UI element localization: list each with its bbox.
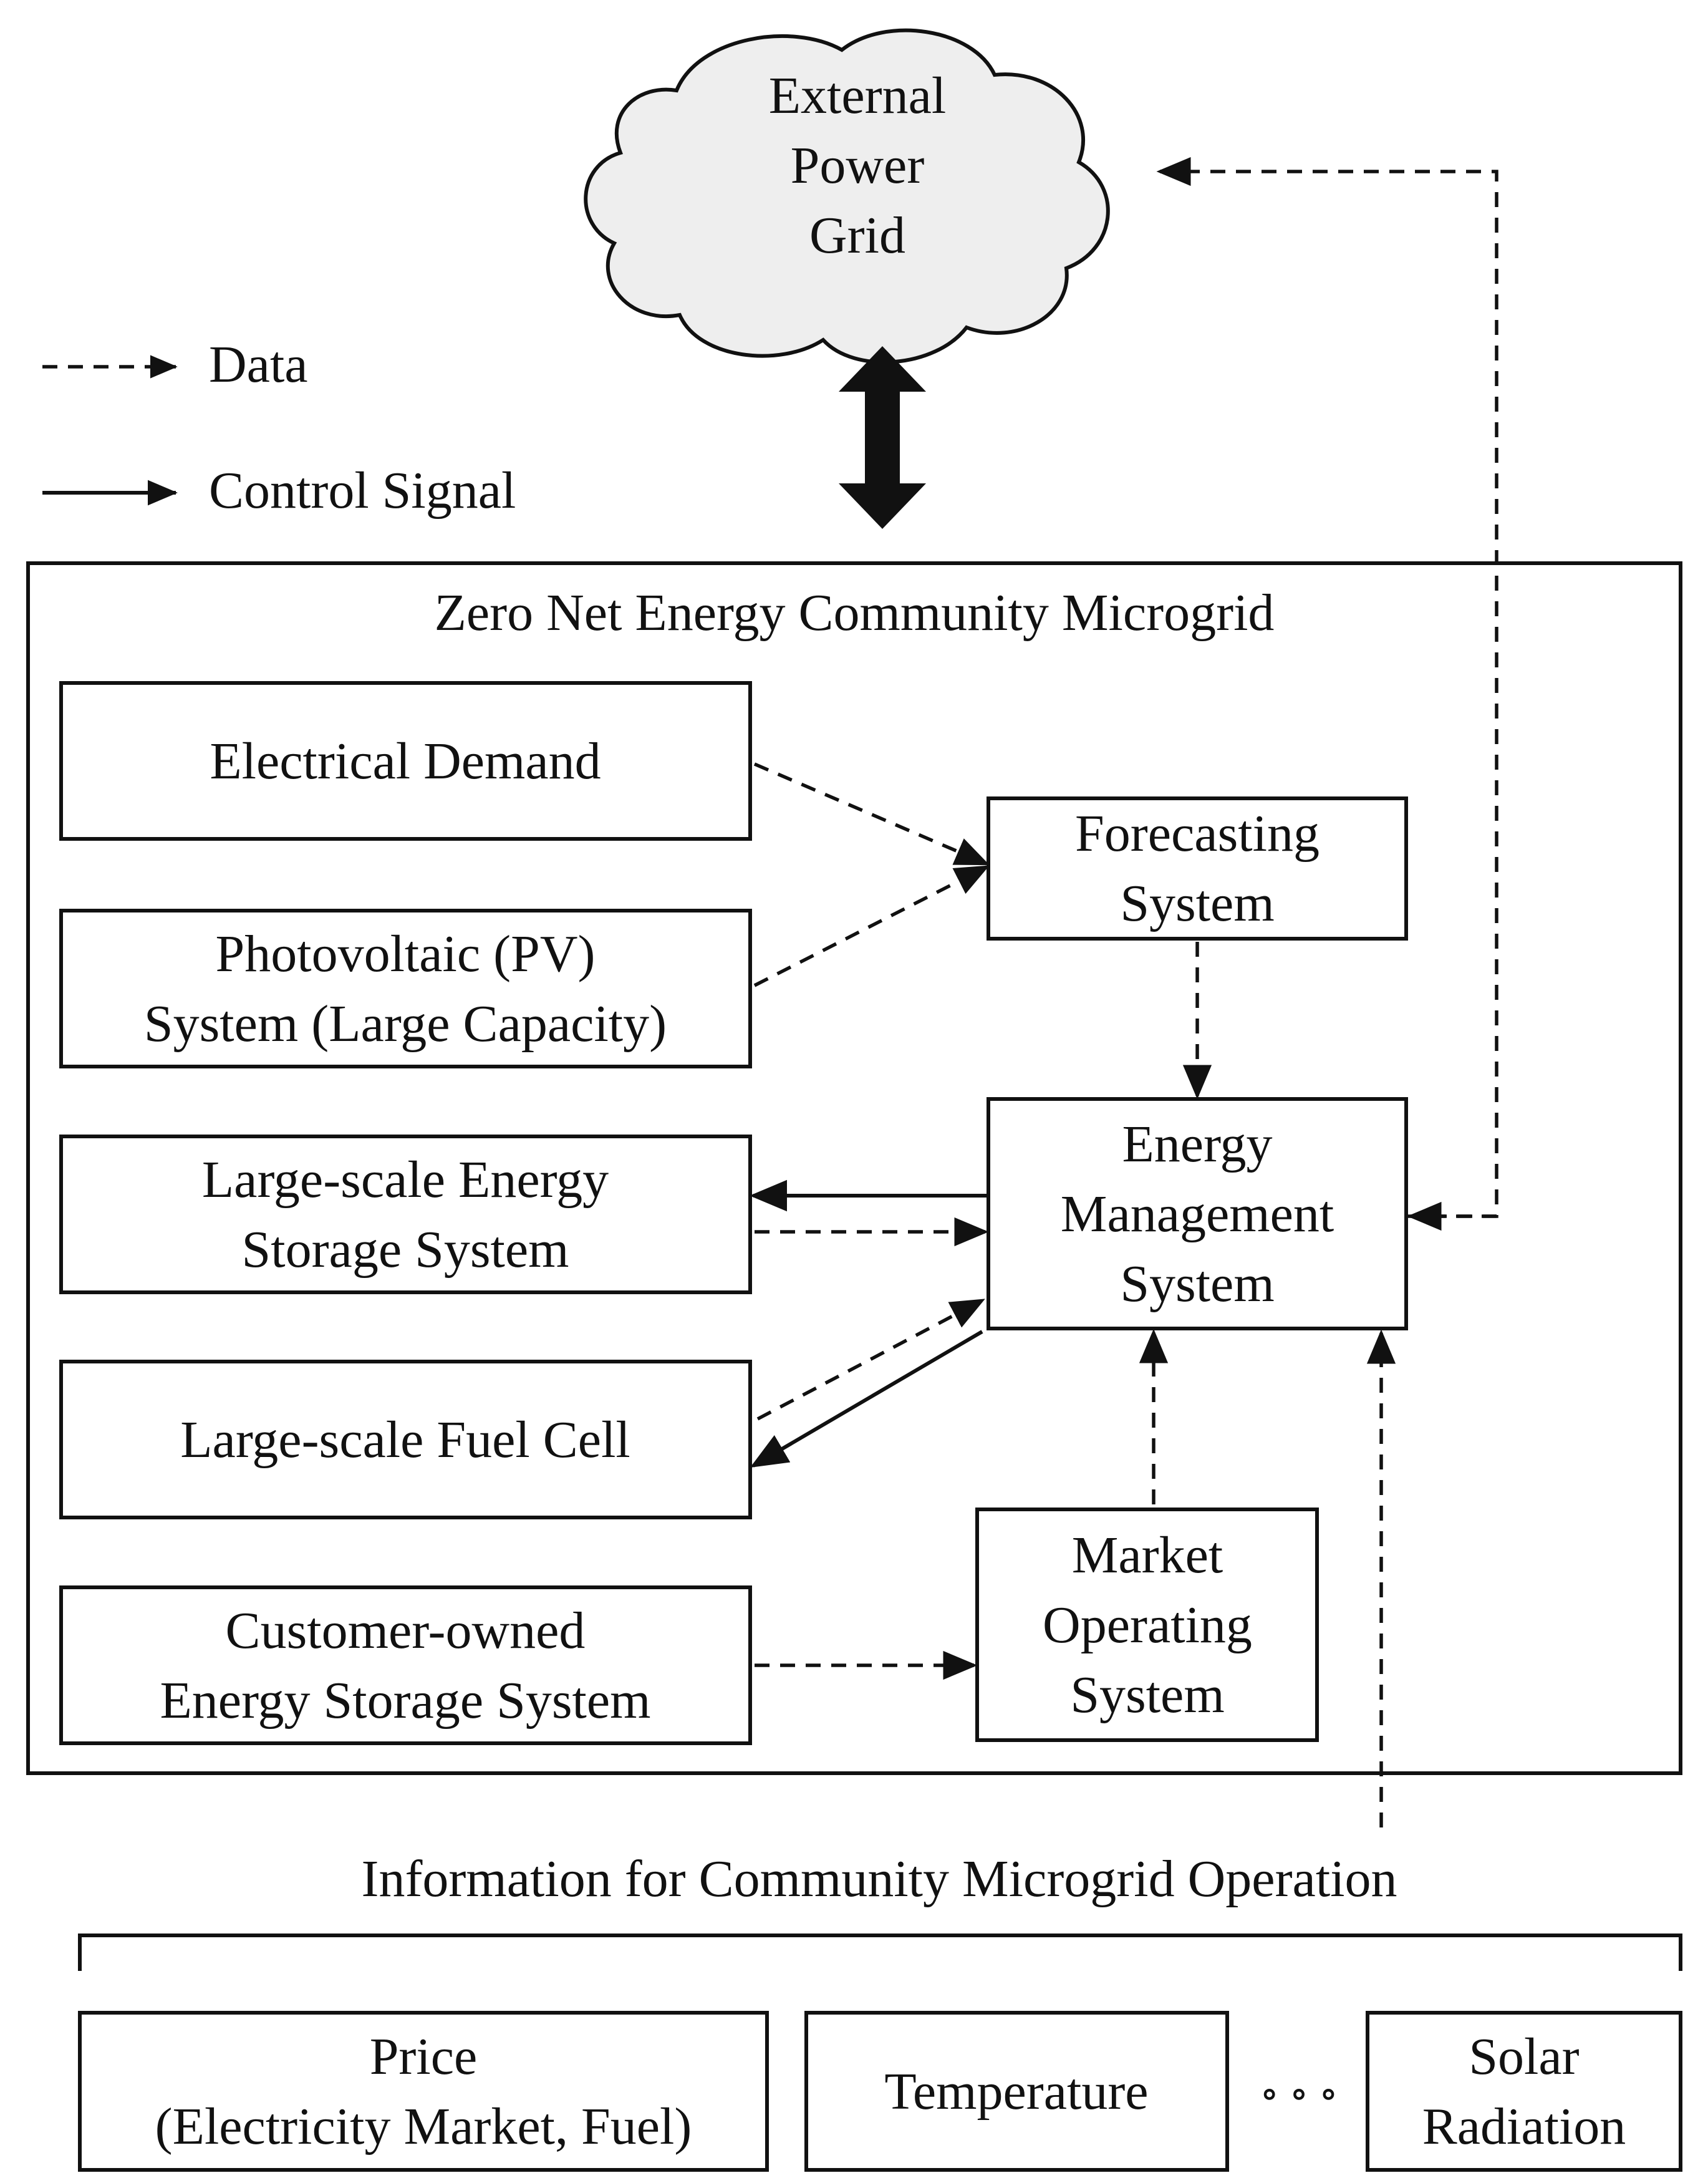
electrical-demand-label: Electrical Demand [210, 732, 601, 790]
information-bracket [78, 1934, 1682, 1971]
ems-to-fuel-cell-control-arrow [750, 1330, 983, 1468]
label-line: Large-scale Energy [202, 1151, 609, 1209]
power-exchange-double-arrow [839, 346, 926, 529]
label-line: Customer-owned [226, 1602, 586, 1660]
legend: Data Control Signal [42, 336, 516, 520]
label-line: System [1120, 874, 1274, 932]
more-items-ellipsis: ∘ ∘ ∘ [1260, 2071, 1338, 2116]
pv-to-forecast-data-arrow [753, 865, 990, 987]
connections [750, 157, 1498, 1827]
microgrid-title: Zero Net Energy Community Microgrid [435, 584, 1275, 642]
fuel-cell-to-ems-data-arrow [756, 1299, 985, 1421]
temperature-label: Temperature [884, 2063, 1148, 2121]
label-line: Market [1072, 1526, 1223, 1584]
label-line: Large-scale Fuel Cell [180, 1411, 630, 1469]
label-line: Photovoltaic (PV) [216, 925, 596, 983]
ems-grid-data-link [1156, 157, 1498, 1218]
label-line: Solar [1469, 2028, 1579, 2086]
microgrid-container: Zero Net Energy Community Microgrid [26, 561, 1682, 1775]
label-line: External [769, 67, 947, 125]
price-label: Price (Electricity Market, Fuel) [155, 2028, 692, 2156]
label-line: System [1070, 1666, 1224, 1724]
label-line: System (Large Capacity) [144, 995, 667, 1053]
microgrid-border [26, 561, 1682, 1775]
label-line: Price [370, 2028, 478, 2086]
price-box: Price (Electricity Market, Fuel) [78, 2011, 769, 2172]
temperature-box: Temperature [804, 2011, 1229, 2172]
label-line: Power [791, 137, 925, 195]
label-line: Grid [809, 206, 905, 264]
electrical-demand-box: Electrical Demand [59, 681, 752, 841]
label-line: Storage System [242, 1221, 569, 1279]
demand-to-forecast-data-arrow [753, 762, 990, 866]
fuel-cell-box: Large-scale Fuel Cell [59, 1360, 752, 1519]
legend-control-label: Control Signal [209, 462, 516, 520]
pv-system-box: Photovoltaic (PV) System (Large Capacity) [59, 909, 752, 1068]
pv-system-label: Photovoltaic (PV) System (Large Capacity) [144, 925, 667, 1053]
label-line: Forecasting [1075, 805, 1320, 863]
fuel-cell-label: Large-scale Fuel Cell [180, 1411, 630, 1469]
label-line: Energy Storage System [160, 1672, 650, 1730]
label-line: Radiation [1422, 2098, 1626, 2156]
label-line: System [1120, 1255, 1274, 1313]
label-line: Management [1061, 1185, 1334, 1243]
label-line: Temperature [884, 2063, 1148, 2121]
information-section: Information for Community Microgrid Oper… [78, 1850, 1682, 1971]
information-title: Information for Community Microgrid Oper… [361, 1850, 1397, 1908]
label-line: Operating [1043, 1596, 1252, 1654]
legend-data-label: Data [209, 336, 308, 394]
label-line: (Electricity Market, Fuel) [155, 2098, 692, 2156]
label-line: Energy [1122, 1115, 1272, 1173]
label-line: Electrical Demand [210, 732, 601, 790]
